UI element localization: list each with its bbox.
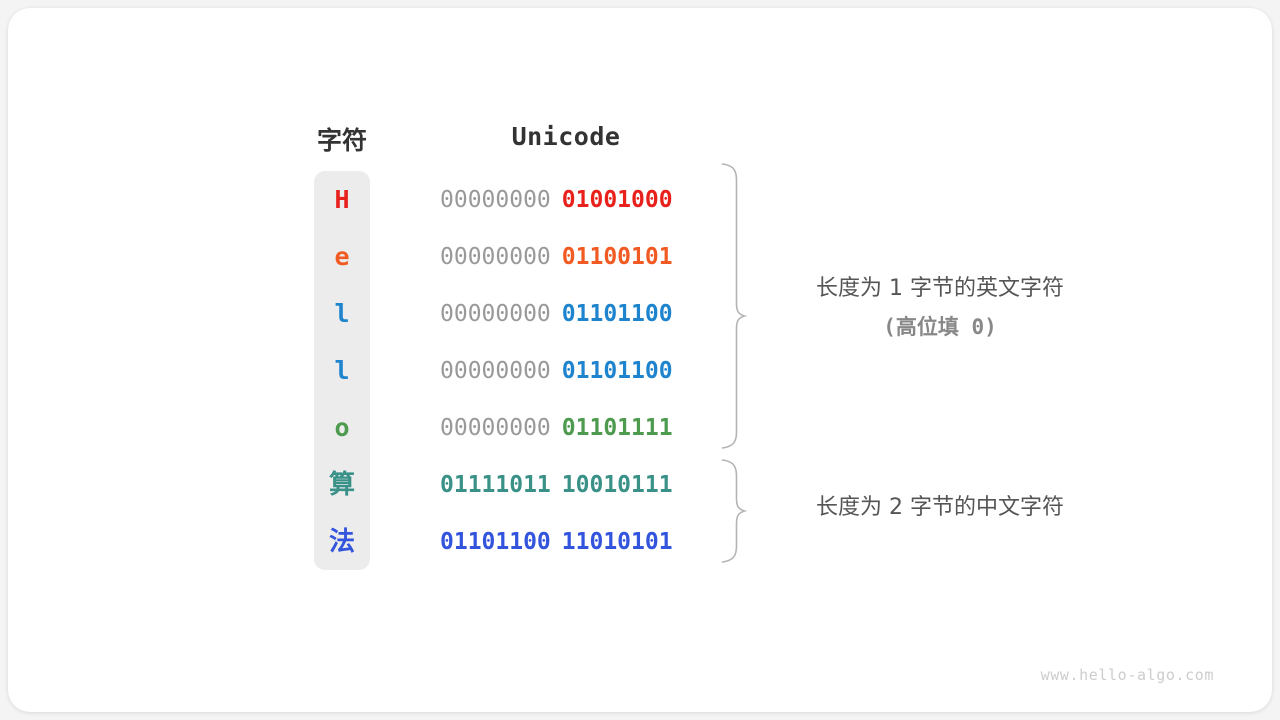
character-cell: e [334,242,350,271]
unicode-binary-row: 01111011 10010111 [440,470,696,500]
binary-high-byte: 00000000 [440,358,551,384]
binary-low-byte: 01101111 [561,415,673,441]
binary-low-byte: 01101100 [561,301,673,327]
character-cell: 法 [328,527,355,557]
binary-low-byte: 01001000 [561,187,673,213]
binary-low-byte: 01100101 [561,244,673,270]
unicode-binary-row: 01101100 11010101 [440,527,696,557]
annotation-chinese-main: 长度为 2 字节的中文字符 [816,495,1064,520]
watermark: www.hello-algo.com [1040,666,1214,684]
column-header-unicode: Unicode [511,122,621,151]
character-column-panel [314,171,370,570]
binary-high-byte: 00000000 [440,415,551,441]
binary-low-byte: 11010101 [561,529,673,555]
annotation-chinese-group: 长度为 2 字节的中文字符 [756,489,1124,521]
binary-high-byte: 01111011 [440,472,551,498]
annotation-english-sub: (高位填 0) [883,315,997,339]
binary-low-byte: 10010111 [561,472,673,498]
unicode-binary-row: 00000000 01101100 [440,299,696,329]
binary-low-byte: 01101100 [561,358,673,384]
character-cell: 算 [328,470,355,500]
diagram-canvas: 字符 Unicode H 00000000 01001000 e 00000000 011… [8,8,1272,712]
column-header-character: 字符 [316,127,367,155]
brace-english-group [721,163,748,449]
binary-high-byte: 00000000 [440,187,551,213]
binary-high-byte: 00000000 [440,301,551,327]
annotation-english-main: 长度为 1 字节的英文字符 [816,276,1064,301]
brace-chinese-group [721,459,748,563]
unicode-binary-row: 00000000 01101100 [440,356,696,386]
unicode-binary-row: 00000000 01100101 [440,242,696,272]
character-cell: o [334,413,350,442]
unicode-binary-row: 00000000 01101111 [440,413,696,443]
character-cell: H [334,185,350,214]
character-cell: l [334,356,350,385]
binary-high-byte: 01101100 [440,529,551,555]
character-cell: l [334,299,350,328]
binary-high-byte: 00000000 [440,244,551,270]
unicode-binary-row: 00000000 01001000 [440,185,696,215]
annotation-english-group: 长度为 1 字节的英文字符 (高位填 0) [756,270,1124,341]
